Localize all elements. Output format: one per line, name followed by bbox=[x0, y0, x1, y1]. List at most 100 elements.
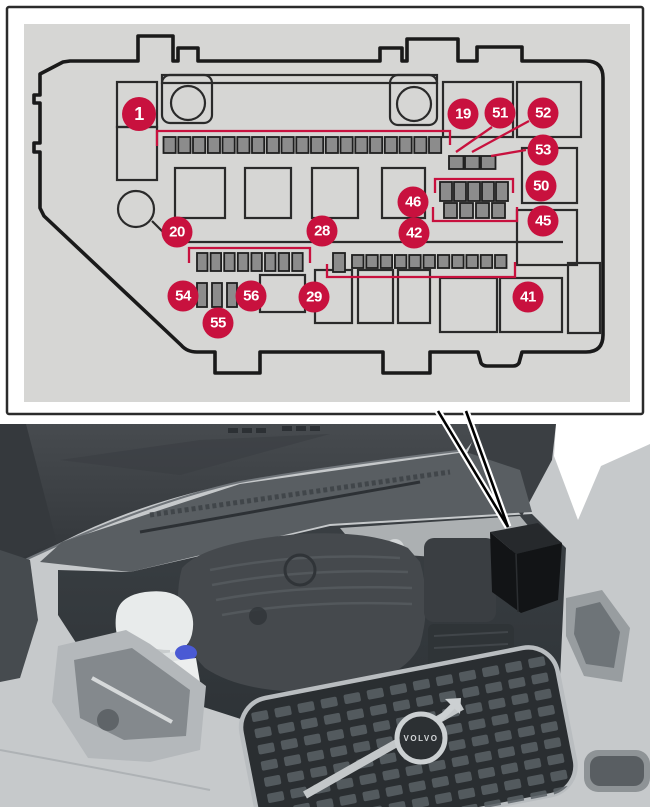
fuse-top-row-1-5 bbox=[221, 136, 236, 154]
fuse-layer bbox=[162, 136, 509, 308]
callout-20: 20 bbox=[161, 216, 193, 248]
left-body-edge bbox=[0, 550, 38, 682]
leader-line-left bbox=[436, 410, 510, 528]
fuse-group-45-4 bbox=[491, 202, 506, 219]
leader-line-51 bbox=[455, 126, 493, 153]
fusebox-cover-edge bbox=[515, 553, 519, 613]
fuse-top-row-1-15 bbox=[369, 136, 384, 154]
fuse-row-29-4 bbox=[393, 254, 408, 269]
fuse-row-29-10 bbox=[479, 254, 494, 269]
fuse-row-29-1 bbox=[351, 254, 365, 269]
hood-inner-panel bbox=[60, 434, 330, 475]
fuse-group-50-2 bbox=[453, 181, 467, 202]
fuse-top-row-1-9 bbox=[280, 136, 295, 154]
volvo-badge-text: VOLVO bbox=[404, 734, 439, 743]
fuse-row-20-5 bbox=[250, 252, 263, 272]
engine-cover-ribs bbox=[209, 555, 413, 617]
fuse-top-row-1-13 bbox=[339, 136, 354, 154]
fuse-row-29-first-1 bbox=[332, 252, 346, 273]
callout-53: 53 bbox=[527, 134, 559, 166]
fuse-trio-54-55-56-2 bbox=[211, 282, 223, 308]
fuse-group-45-2 bbox=[459, 202, 474, 219]
fuse-top-row-1-19 bbox=[428, 136, 443, 154]
fuse-row-29-2 bbox=[365, 254, 379, 269]
right-headlight-lens bbox=[574, 602, 620, 668]
fuse-top-row-1-6 bbox=[236, 136, 251, 154]
fuse-row-20-2 bbox=[209, 252, 223, 272]
fuse-row-20-6 bbox=[264, 252, 277, 272]
cowl-vent-texture bbox=[149, 469, 451, 518]
left-headlight-projector bbox=[97, 709, 119, 731]
fuse-trio-51-52-53-1 bbox=[448, 155, 465, 170]
callout-51: 51 bbox=[484, 97, 516, 129]
background-gap bbox=[554, 424, 650, 520]
bumper-crease bbox=[0, 749, 211, 791]
fuse-group-45-3 bbox=[475, 202, 490, 219]
bracket-row-1 bbox=[155, 129, 452, 146]
fuse-top-row-1-17 bbox=[398, 136, 413, 154]
callout-50: 50 bbox=[525, 170, 557, 202]
engine-cover-recess bbox=[283, 553, 317, 587]
leader-line-53 bbox=[490, 148, 527, 158]
bracket-row-20 bbox=[187, 246, 312, 263]
engine-cover bbox=[177, 533, 426, 692]
location-leader-lines bbox=[435, 409, 512, 529]
engine-bay-photo: VOLVO bbox=[0, 424, 650, 807]
fuse-top-row-1-4 bbox=[206, 136, 221, 154]
callout-1: 1 bbox=[122, 97, 156, 131]
fuse-trio-51-52-53-3 bbox=[480, 155, 497, 170]
iron-mark-arrow bbox=[435, 703, 456, 724]
callout-46: 46 bbox=[397, 186, 429, 218]
leader-line-52 bbox=[471, 119, 530, 154]
callout-56: 56 bbox=[235, 280, 267, 312]
callout-19: 19 bbox=[447, 98, 479, 130]
bracket-group-50 bbox=[433, 177, 515, 193]
hood-edge-highlight bbox=[0, 449, 467, 573]
fuse-top-row-1-18 bbox=[413, 136, 428, 154]
air-cleaner-box bbox=[424, 538, 496, 622]
fuse-group-50-5 bbox=[495, 181, 509, 202]
fuse-group-50-4 bbox=[481, 181, 495, 202]
callout-42: 42 bbox=[398, 217, 430, 249]
fuse-top-row-1-7 bbox=[251, 136, 266, 154]
fuse-row-29-8 bbox=[451, 254, 465, 269]
callout-52: 52 bbox=[527, 97, 559, 129]
fuse-row-29-5 bbox=[408, 254, 422, 269]
fuse-group-45-1 bbox=[443, 202, 458, 219]
fuse-row-20-7 bbox=[277, 252, 291, 272]
fuse-top-row-1-3 bbox=[192, 136, 207, 154]
fuse-top-row-1-8 bbox=[265, 136, 280, 154]
fuse-row-29-6 bbox=[422, 254, 436, 269]
fuse-row-29-9 bbox=[465, 254, 479, 269]
fusebox-cover-top bbox=[490, 523, 562, 554]
callout-45: 45 bbox=[527, 205, 559, 237]
fuse-top-row-1-16 bbox=[383, 136, 398, 154]
hood-vents bbox=[228, 426, 320, 433]
fuse-row-20-1 bbox=[196, 252, 209, 272]
fuse-top-row-1-1 bbox=[162, 136, 177, 154]
fuse-row-20-4 bbox=[236, 252, 250, 272]
battery-ribs bbox=[433, 631, 509, 649]
fuse-top-row-1-14 bbox=[354, 136, 369, 154]
callout-54: 54 bbox=[167, 280, 199, 312]
fuse-row-29-7 bbox=[436, 254, 451, 269]
callout-29: 29 bbox=[298, 281, 330, 313]
fog-lamp bbox=[590, 756, 644, 786]
cowl-panel bbox=[40, 452, 532, 572]
leader-line-right bbox=[464, 410, 510, 528]
fusebox-cover bbox=[490, 532, 562, 613]
bracket-row-29 bbox=[325, 262, 517, 279]
left-headlight-streak bbox=[91, 676, 173, 724]
fuse-top-row-1-10 bbox=[295, 136, 310, 154]
fuse-trio-51-52-53-2 bbox=[464, 155, 481, 170]
wiper-arm bbox=[139, 480, 421, 534]
callout-28: 28 bbox=[306, 215, 338, 247]
fuse-row-20-8 bbox=[291, 252, 304, 272]
fuse-group-50-1 bbox=[439, 181, 453, 202]
washer-fluid-cap bbox=[175, 645, 197, 661]
fuse-group-50-3 bbox=[467, 181, 481, 202]
volvo-iron-mark bbox=[394, 711, 448, 765]
fuse-row-29-11 bbox=[494, 254, 508, 269]
fuse-row-20-3 bbox=[223, 252, 236, 272]
